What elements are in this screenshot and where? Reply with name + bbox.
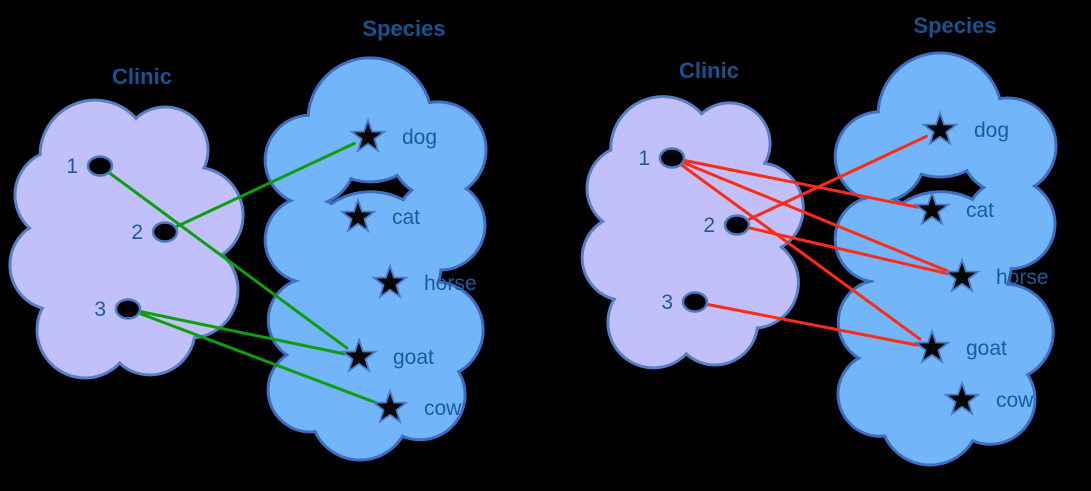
left-mapping: Clinic Species 1 2 3 dog cat horse goat cow: [8, 16, 488, 462]
left-mapping-species-cloud: [263, 56, 488, 462]
right-mapping-edge-1-horse: [670, 156, 950, 273]
right-mapping-clinic-cloud-lobe-fill: [616, 158, 766, 308]
right-mapping-species-horse-label: horse: [996, 266, 1049, 289]
left-mapping-star-dog-icon: [349, 117, 387, 153]
right-mapping-clinic-node-2-dot: [723, 214, 751, 236]
right-mapping-edge-1-goat: [670, 156, 922, 341]
right-mapping-clinic-cloud: [580, 95, 805, 370]
left-mapping-species-title: Species: [362, 16, 445, 41]
left-mapping-edge-2-dog: [163, 141, 356, 234]
right-mapping: Clinic Species 1 2 3 dog cat horse goat cow: [580, 13, 1058, 467]
left-mapping-star-goat-icon: [340, 337, 378, 373]
left-mapping-edge-3-goat: [126, 307, 346, 356]
right-mapping-clinic-node-3-dot: [681, 291, 709, 313]
right-mapping-species-cow-label: cow: [996, 389, 1034, 412]
right-mapping-edge-3-goat: [693, 300, 919, 347]
left-mapping-edge-3-cow: [126, 307, 378, 405]
right-mapping-edge-2-dog: [735, 134, 928, 227]
left-mapping-star-horse-icon: [371, 263, 409, 299]
left-mapping-star-cow-icon: [371, 388, 409, 424]
left-mapping-clinic-node-3-label: 3: [94, 298, 106, 321]
right-mapping-species-goat-label: goat: [966, 337, 1007, 360]
right-mapping-star-goat-icon: [913, 328, 951, 364]
right-mapping-species-dog-label: dog: [974, 119, 1009, 142]
left-mapping-clinic-node-1-label: 1: [66, 155, 78, 178]
left-mapping-clinic-title: Clinic: [112, 64, 172, 89]
left-mapping-species-cloud-lobe-fill: [266, 116, 354, 204]
right-mapping-clinic-node-1-dot: [658, 147, 686, 169]
right-mapping-edge-1-cat: [670, 156, 919, 209]
left-mapping-edge-1-goat: [98, 164, 349, 350]
right-mapping-clinic-node-3-label: 3: [661, 291, 673, 314]
right-mapping-star-horse-icon: [943, 257, 981, 293]
left-mapping-clinic-node-2-label: 2: [131, 221, 143, 244]
left-mapping-species-cat-label: cat: [392, 206, 420, 229]
left-mapping-clinic-node-2-dot: [151, 221, 179, 243]
right-mapping-clinic-node-1-label: 1: [638, 147, 650, 170]
left-mapping-species-horse-label: horse: [424, 272, 477, 295]
right-mapping-star-cow-icon: [943, 380, 981, 416]
left-mapping-species-dog-label: dog: [402, 126, 437, 149]
left-mapping-species-cloud-lobe-fill: [301, 193, 440, 332]
left-mapping-species-cow-label: cow: [424, 397, 462, 420]
right-mapping-clinic-node-2-label: 2: [703, 214, 715, 237]
left-mapping-clinic-cloud: [8, 98, 245, 380]
left-mapping-clinic-cloud-lobe-fill: [46, 161, 204, 319]
right-mapping-species-cat-label: cat: [966, 199, 994, 222]
left-mapping-species-goat-label: goat: [393, 346, 434, 369]
right-mapping-clinic-title: Clinic: [679, 58, 739, 83]
right-mapping-species-title: Species: [913, 13, 996, 38]
right-mapping-star-cat-icon: [913, 190, 951, 226]
left-mapping-star-cat-icon: [339, 197, 377, 233]
right-mapping-star-dog-icon: [921, 110, 959, 146]
left-mapping-clinic-node-1-dot: [86, 155, 114, 177]
left-mapping-clinic-node-3-dot: [114, 298, 142, 320]
right-mapping-species-cloud-lobe-fill: [961, 99, 1055, 193]
left-mapping-species-cloud-lobe-fill: [391, 103, 485, 197]
right-mapping-edge-2-horse: [735, 223, 949, 276]
right-mapping-species-cloud-lobe-fill: [871, 193, 1010, 332]
